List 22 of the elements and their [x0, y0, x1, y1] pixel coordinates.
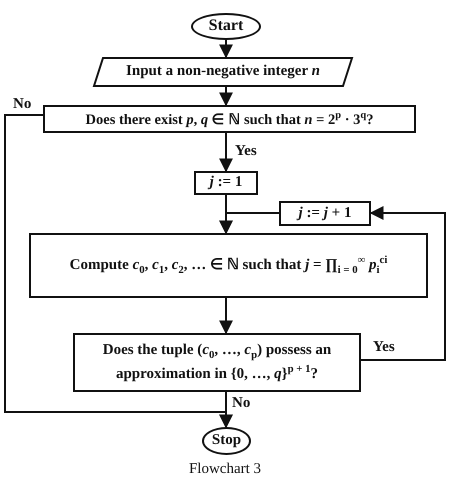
node-text: j := 1 [210, 173, 242, 192]
arrow [219, 133, 233, 172]
arrow [219, 298, 233, 334]
caption: Flowchart 3 [188, 461, 262, 478]
input-parallelogram [93, 57, 353, 87]
node-text: Input a non-negative integer n [126, 62, 320, 82]
decision-box [43, 105, 416, 133]
arrow [361, 206, 446, 361]
node-text: Does the tuple (c$_{0}$, …, c$_{p}$) possess an approximation in {0, …, q}$^{p + 1}$? [102, 340, 332, 384]
node-text: Stop [212, 431, 242, 450]
node-text: Does there exist p, q ∈ ℕ such that n = 2$^{p}$ · 3$^{q}$? [86, 108, 374, 130]
process-box [29, 233, 428, 298]
arrow [219, 87, 233, 106]
decision-box [73, 333, 361, 392]
node-text: Start [208, 16, 244, 36]
arrow [219, 212, 279, 234]
arrow [4, 114, 233, 428]
node-text: j := j + 1 [298, 204, 352, 223]
arrow [219, 40, 233, 58]
stop-terminal [202, 427, 251, 455]
process-box [279, 201, 371, 226]
process-box [194, 171, 258, 195]
